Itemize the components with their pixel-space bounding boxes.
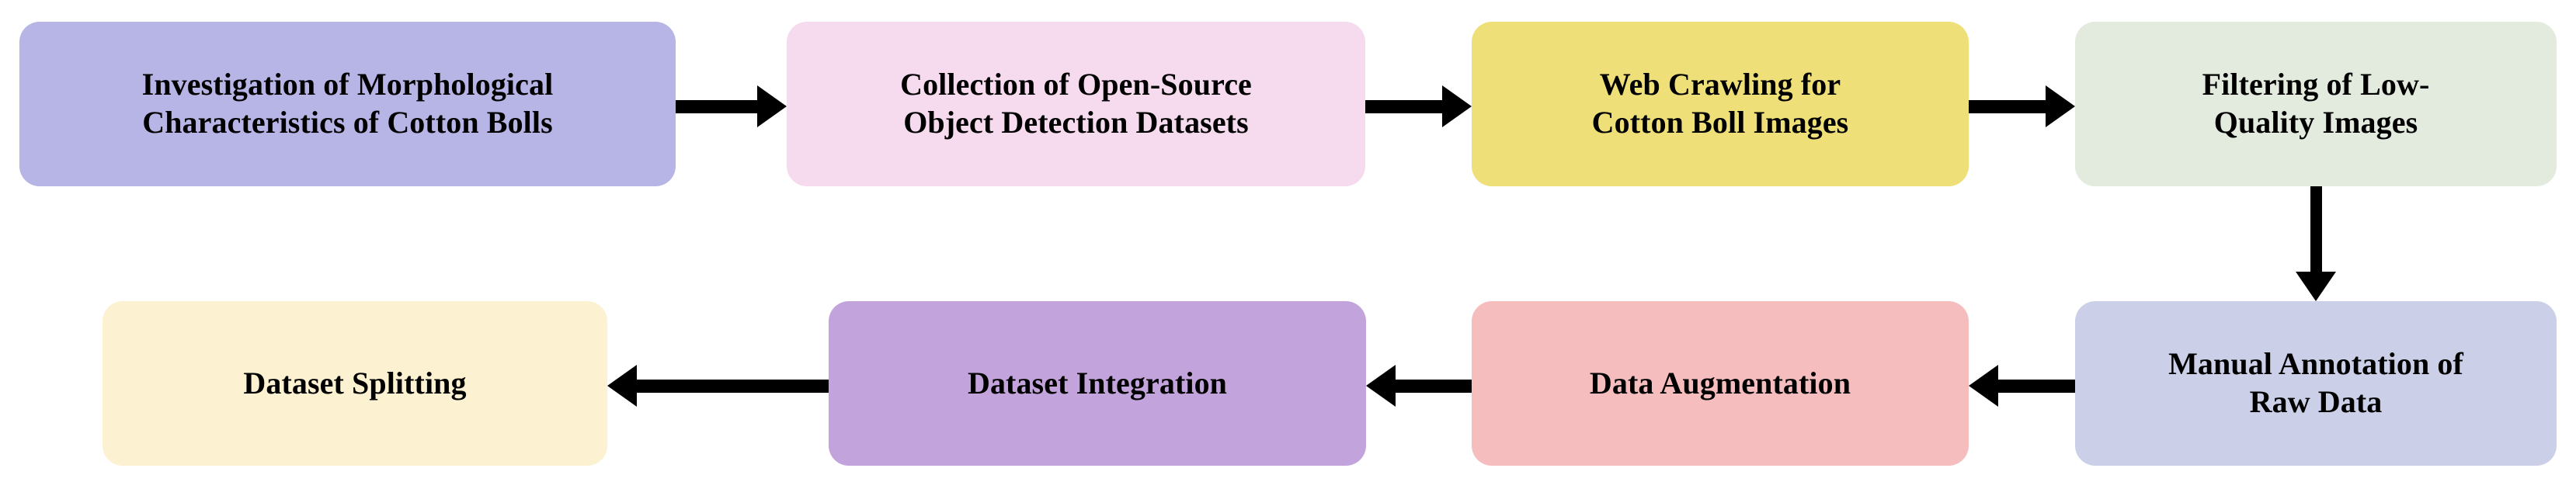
arrow-shaft <box>1969 100 2052 113</box>
flow-node-label: Dataset Splitting <box>243 365 467 401</box>
arrow-head-icon <box>1442 85 1472 127</box>
flow-node-label: Collection of Open-Source Object Detecti… <box>900 67 1252 140</box>
arrow-shaft <box>2310 186 2322 278</box>
flow-node-label: Data Augmentation <box>1589 365 1851 401</box>
flow-node-label: Dataset Integration <box>967 365 1228 401</box>
arrow-shaft <box>1992 380 2075 393</box>
arrow-head-icon <box>757 85 787 127</box>
arrow-shaft <box>631 380 829 393</box>
flow-node-investigation[interactable]: Investigation of Morphological Character… <box>19 22 676 186</box>
flow-node-crawling[interactable]: Web Crawling for Cotton Boll Images <box>1472 22 1969 186</box>
flow-node-augmentation[interactable]: Data Augmentation <box>1472 301 1969 466</box>
flow-node-integration[interactable]: Dataset Integration <box>829 301 1366 466</box>
arrow-head-icon <box>1969 365 1998 407</box>
flow-node-splitting[interactable]: Dataset Splitting <box>103 301 607 466</box>
flow-node-label: Manual Annotation of Raw Data <box>2168 346 2463 419</box>
arrow-head-icon <box>2296 272 2336 301</box>
arrow-head-icon <box>607 365 637 407</box>
flow-node-label: Investigation of Morphological Character… <box>141 67 554 140</box>
flow-node-filtering[interactable]: Filtering of Low- Quality Images <box>2075 22 2557 186</box>
flow-node-label: Web Crawling for Cotton Boll Images <box>1591 67 1849 140</box>
arrow-shaft <box>676 100 763 113</box>
arrow-head-icon <box>2046 85 2075 127</box>
flow-node-label: Filtering of Low- Quality Images <box>2202 67 2430 140</box>
arrow-shaft <box>1389 380 1472 393</box>
flow-node-collection[interactable]: Collection of Open-Source Object Detecti… <box>787 22 1365 186</box>
arrow-shaft <box>1365 100 1448 113</box>
arrow-head-icon <box>1366 365 1396 407</box>
flow-node-annotation[interactable]: Manual Annotation of Raw Data <box>2075 301 2557 466</box>
